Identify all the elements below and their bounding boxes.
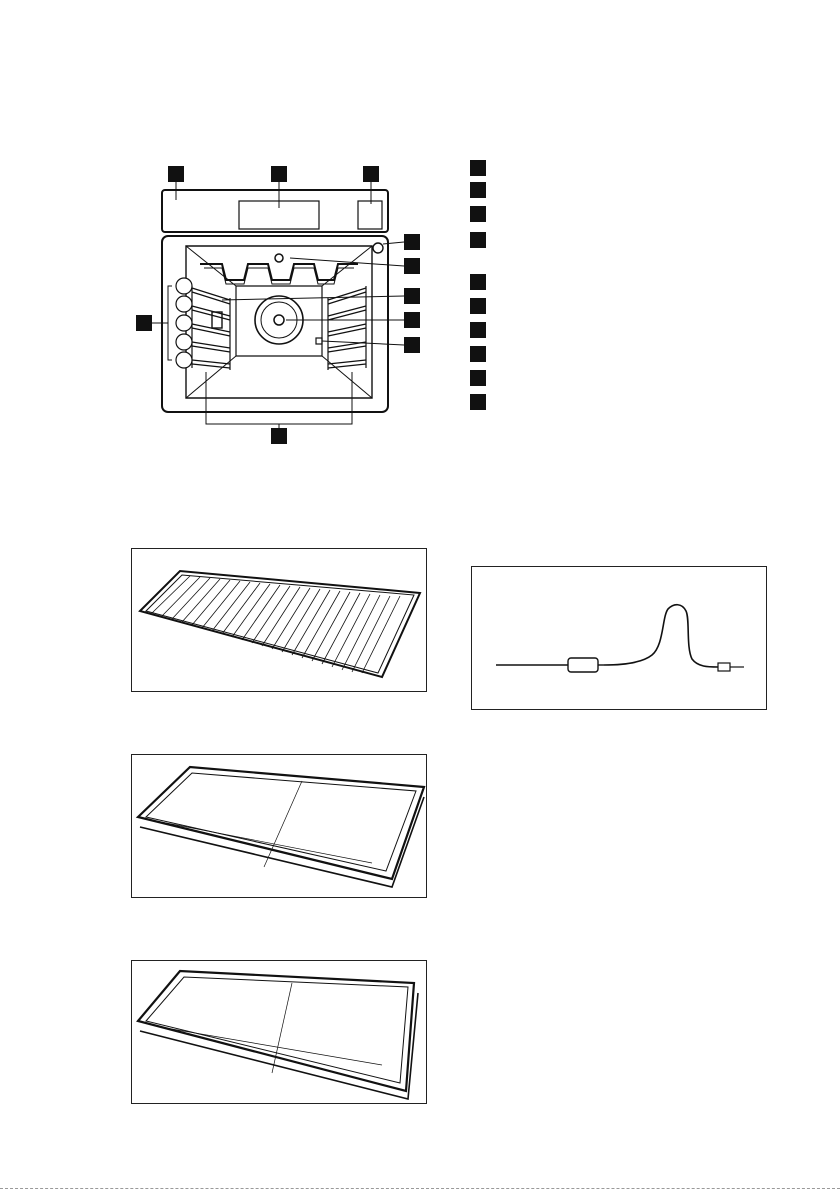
wire-shelf-figure [131,548,427,692]
core-temperature-sensor-drawing [472,567,766,709]
legend-marker [470,274,486,290]
callout-marker [271,166,287,182]
legend-marker [470,298,486,314]
page-cut-line [0,1188,840,1189]
baking-tray-drawing [132,755,426,897]
legend-marker [470,160,486,176]
callout-marker [168,166,184,182]
callout-marker [136,315,152,331]
callout-marker [404,258,420,274]
baking-tray-figure [131,754,427,898]
legend-marker [470,182,486,198]
legend-marker [470,206,486,222]
callout-marker [404,234,420,250]
legend-marker [470,394,486,410]
wire-shelf-drawing [132,549,426,691]
callout-marker [404,337,420,353]
callout-marker [363,166,379,182]
legend-marker [470,322,486,338]
callout-marker [271,428,287,444]
legend-marker [470,370,486,386]
core-temperature-sensor-figure [471,566,767,710]
component-legend [470,160,770,420]
callout-marker [404,288,420,304]
grill-roasting-pan-drawing [132,961,426,1103]
callout-marker [404,312,420,328]
legend-marker [470,232,486,248]
grill-roasting-pan-figure [131,960,427,1104]
legend-marker [470,346,486,362]
